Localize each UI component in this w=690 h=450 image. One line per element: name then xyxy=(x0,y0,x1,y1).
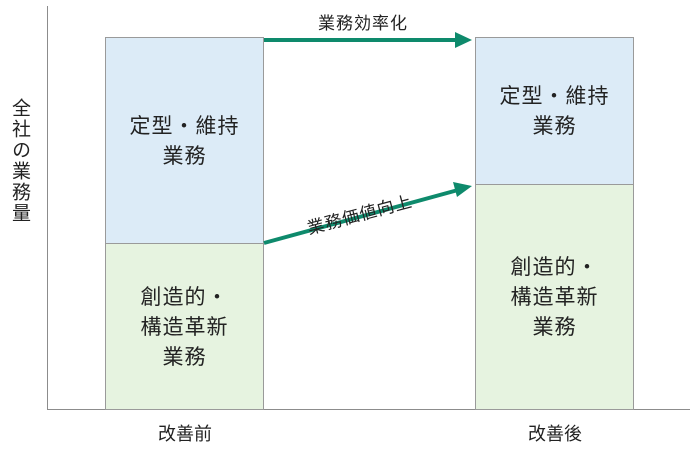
after-creative-label: 創造的・ 構造革新 業務 xyxy=(510,255,599,339)
after-routine-block: 定型・維持 業務 xyxy=(475,37,634,185)
before-routine-label: 定型・維持 業務 xyxy=(129,113,240,168)
x-axis-line xyxy=(47,409,690,410)
after-label: 改善後 xyxy=(528,424,582,445)
before-creative-label: 創造的・ 構造革新 業務 xyxy=(140,284,229,369)
efficiency-arrow-label: 業務効率化 xyxy=(318,14,408,34)
before-routine-block: 定型・維持 業務 xyxy=(105,37,264,244)
y-axis-line xyxy=(47,6,48,410)
after-routine-label: 定型・維持 業務 xyxy=(499,84,610,138)
before-creative-block: 創造的・ 構造革新 業務 xyxy=(105,243,264,410)
before-label: 改善前 xyxy=(158,424,212,445)
value-up-arrow xyxy=(263,182,472,245)
efficiency-arrow xyxy=(264,32,472,48)
after-creative-block: 創造的・ 構造革新 業務 xyxy=(475,184,634,410)
y-axis-label: 全社の業務量 xyxy=(9,98,31,224)
